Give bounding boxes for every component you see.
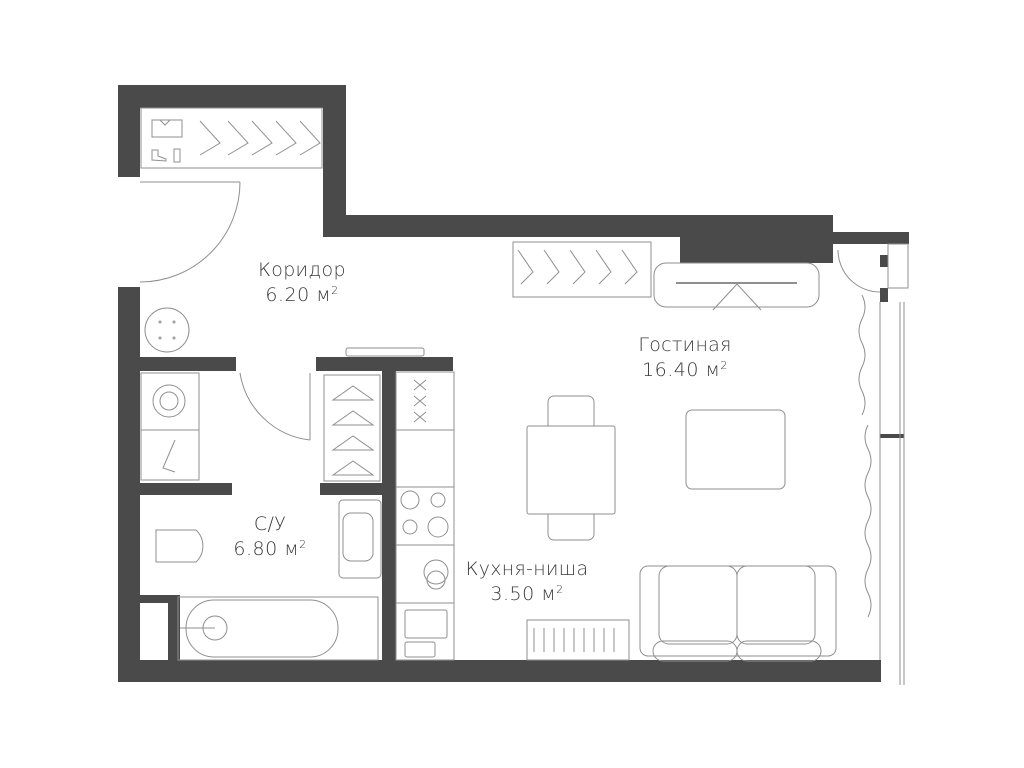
room-area: 16.40 м2 <box>642 358 728 381</box>
room-label-bathroom: С/У 6.80 м2 <box>200 512 340 561</box>
walls <box>118 85 909 682</box>
wardrobe-living <box>512 241 652 298</box>
room-name: Кухня-ниша <box>465 558 589 580</box>
round-pouf <box>144 307 190 353</box>
room-label-kitchen: Кухня-ниша 3.50 м2 <box>448 557 606 606</box>
curtain-bottom <box>864 424 872 618</box>
room-name: С/У <box>253 513 287 535</box>
radiator <box>526 619 630 661</box>
fixtures <box>139 107 909 685</box>
curtain-top <box>858 294 866 416</box>
room-name: Коридор <box>258 259 346 281</box>
room-area: 6.80 м2 <box>233 537 307 560</box>
sink <box>338 499 382 579</box>
shirt-icon <box>151 119 183 138</box>
sofa <box>639 565 837 662</box>
entry-door-swing <box>139 181 241 283</box>
bathroom-door-swing <box>239 372 311 441</box>
room-name: Гостиная <box>638 334 732 356</box>
room-area: 3.50 м2 <box>490 582 564 605</box>
boots-icon <box>151 148 181 163</box>
tv-console <box>653 262 820 308</box>
chair-bottom <box>547 514 595 541</box>
washing-machine <box>140 372 200 431</box>
bathtub <box>177 596 379 661</box>
room-label-corridor: Коридор 6.20 м2 <box>232 258 372 307</box>
toilet <box>155 529 204 563</box>
hangers-top <box>199 120 321 156</box>
cabinet <box>395 429 455 488</box>
room-area: 6.20 м2 <box>265 283 339 306</box>
wardrobe-corridor <box>323 374 381 482</box>
hanger-closet <box>140 429 200 481</box>
stove <box>395 486 455 546</box>
wardrobe-top <box>140 107 323 169</box>
room-label-living: Гостиная 16.40 м2 <box>610 333 760 382</box>
chair-top <box>547 395 595 426</box>
dishwasher <box>395 544 455 604</box>
kitchen-sink <box>395 602 455 661</box>
dining-table <box>526 425 616 515</box>
coffee-table <box>685 409 786 490</box>
balcony-door-swing <box>837 249 881 293</box>
